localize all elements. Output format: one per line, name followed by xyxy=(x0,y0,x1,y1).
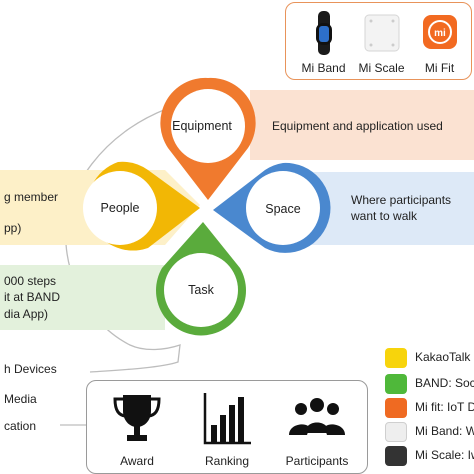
feature-award: Award xyxy=(97,389,177,468)
feature-participants: Participants xyxy=(277,389,357,468)
scale-icon xyxy=(364,14,400,52)
feature-label: Award xyxy=(120,454,154,468)
space-band xyxy=(310,172,474,245)
legend-swatch xyxy=(385,374,407,394)
node-people-label: People xyxy=(100,201,140,215)
legend-swatch xyxy=(385,398,407,418)
legend-mi-fit: Mi fit: IoT D xyxy=(385,398,474,418)
task-band xyxy=(0,265,165,330)
legend-label: Mi Band: W xyxy=(415,424,474,438)
device-panel: Mi Band Mi Scale mi Mi Fit xyxy=(285,2,472,80)
device-mi-band: Mi Band xyxy=(296,9,351,77)
svg-text:mi: mi xyxy=(434,28,446,39)
device-label: Mi Fit xyxy=(424,61,455,75)
equipment-band xyxy=(250,90,474,160)
device-mi-fit: mi Mi Fit xyxy=(412,9,467,77)
feature-label: Ranking xyxy=(204,454,250,468)
node-space-label: Space xyxy=(265,202,301,216)
legend-swatch xyxy=(385,422,407,442)
left-label-cation: cation xyxy=(4,419,37,433)
device-label: Mi Band xyxy=(301,61,346,75)
people-description-line2: pp) xyxy=(4,221,22,235)
node-equipment-label: Equipment xyxy=(172,119,232,133)
legend-label: KakaoTalk xyxy=(415,350,471,364)
task-description-line1: 000 steps xyxy=(4,274,57,288)
legend-label: BAND: Soc xyxy=(415,376,474,390)
people-description-line1: g member xyxy=(4,190,59,204)
task-description-line2: it at BAND xyxy=(4,290,61,304)
bar-chart-icon xyxy=(203,393,251,445)
band-icon xyxy=(316,11,332,55)
legend-label: Mi Scale: Iw xyxy=(415,448,474,462)
people-node xyxy=(83,161,200,251)
legend-kakaotalk: KakaoTalk xyxy=(385,348,474,368)
left-label-media: Media xyxy=(4,392,37,406)
device-mi-scale: Mi Scale xyxy=(354,9,409,77)
equipment-description: Equipment and application used xyxy=(272,119,443,133)
task-description-line3: dia App) xyxy=(4,307,49,321)
space-description-line2: want to walk xyxy=(351,209,418,223)
people-icon xyxy=(289,398,345,435)
equipment-node xyxy=(160,77,256,200)
legend-mi-scale: Mi Scale: Iw xyxy=(385,446,474,466)
task-node xyxy=(156,222,247,336)
feature-panel: Award Ranking Participants xyxy=(86,380,368,474)
space-node xyxy=(213,162,331,253)
feature-label: Participants xyxy=(285,454,349,468)
feature-ranking: Ranking xyxy=(187,389,267,468)
trophy-icon xyxy=(113,395,161,441)
left-label-devices: h Devices xyxy=(4,362,57,376)
legend-swatch xyxy=(385,348,407,368)
space-description-line1: Where participants xyxy=(351,193,452,207)
device-label: Mi Scale xyxy=(358,61,405,75)
legend-swatch xyxy=(385,446,407,466)
legend-band: BAND: Soc xyxy=(385,374,474,394)
mi-fit-app-icon: mi xyxy=(423,15,457,49)
legend-label: Mi fit: IoT D xyxy=(415,400,474,414)
legend-mi-band: Mi Band: W xyxy=(385,422,474,442)
node-task-label: Task xyxy=(188,283,214,297)
